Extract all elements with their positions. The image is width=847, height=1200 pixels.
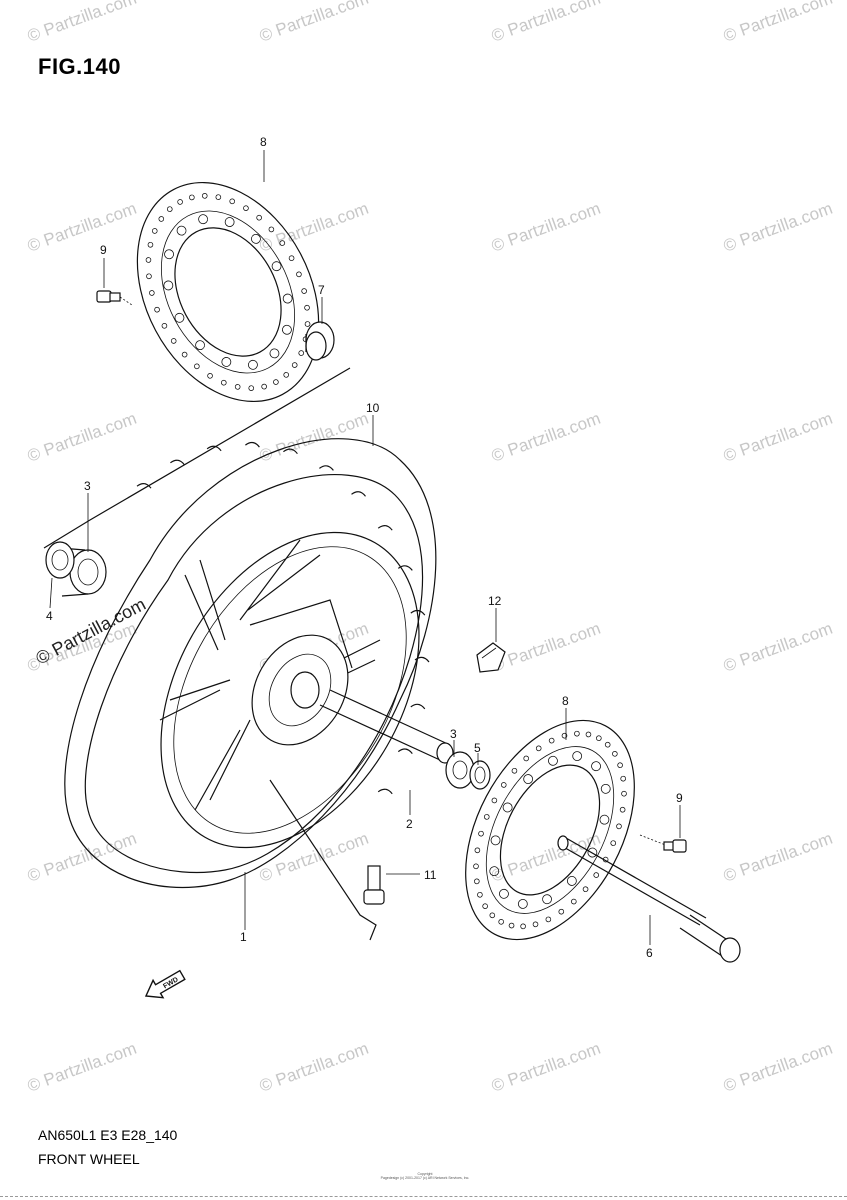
watermark-text: © Partzilla.com [721, 0, 835, 46]
callout-labels: 1 2 3 4 3 5 6 7 8 8 9 9 10 11 12 [46, 135, 683, 960]
callout-12: 12 [488, 594, 502, 608]
figure-title: FIG.140 [38, 54, 121, 79]
callout-10: 10 [366, 401, 380, 415]
watermark-text: © Partzilla.com [721, 619, 835, 676]
callout-4: 4 [46, 609, 53, 623]
watermark-text: © Partzilla.com [25, 829, 139, 886]
callout-3-left: 3 [84, 479, 91, 493]
callout-11: 11 [424, 868, 437, 882]
balancer-weight[interactable] [476, 642, 506, 673]
watermark-text: © Partzilla.com [489, 1039, 603, 1096]
brake-disc-right[interactable] [431, 692, 669, 968]
spacer-collar[interactable] [305, 321, 335, 361]
leader-lines [49, 150, 681, 945]
callout-1: 1 [240, 930, 247, 944]
wheel[interactable] [108, 487, 472, 893]
watermark-text: © Partzilla.com [25, 0, 139, 46]
callout-7: 7 [318, 283, 325, 297]
brake-disc-left[interactable] [101, 151, 355, 433]
callout-6: 6 [646, 946, 653, 960]
bearing-right[interactable] [445, 751, 475, 789]
watermark-text: © Partzilla.com [25, 1039, 139, 1096]
fwd-label: FWD [162, 976, 179, 990]
watermark-text: © Partzilla.com [721, 1039, 835, 1096]
watermark-text: © Partzilla.com [489, 0, 603, 46]
model-code: AN650L1 E3 E28_140 [38, 1127, 178, 1143]
watermark-text: © Partzilla.com [489, 199, 603, 256]
oil-seal-left[interactable] [45, 541, 75, 579]
copyright-line-2: Pagedesign (c) 2001-2017 (c) ARI Network… [380, 1176, 470, 1180]
arrow-fwd-icon: FWD [144, 969, 186, 999]
copyright-note: Copyright Pagedesign (c) 2001-2017 (c) A… [365, 1172, 485, 1180]
callout-5: 5 [474, 741, 481, 755]
watermark-text: © Partzilla.com [257, 409, 371, 466]
callout-9-left: 9 [100, 243, 107, 257]
watermark-text: © Partzilla.com [721, 199, 835, 256]
callout-8-upper: 8 [260, 135, 267, 149]
watermark-text: © Partzilla.com [257, 0, 371, 46]
callout-9-right: 9 [676, 791, 683, 805]
callout-3-right: 3 [450, 727, 457, 741]
disc-bolt-left[interactable] [96, 290, 133, 306]
watermark-text: © Partzilla.com [25, 409, 139, 466]
callout-2: 2 [406, 817, 413, 831]
oil-seal-right[interactable] [469, 760, 491, 790]
watermark-text: © Partzilla.com [25, 199, 139, 256]
watermark-text: © Partzilla.com [257, 199, 371, 256]
callout-8-right: 8 [562, 694, 569, 708]
valve[interactable] [269, 779, 385, 941]
watermark-text: © Partzilla.com [721, 409, 835, 466]
page-bottom-border [0, 1196, 847, 1197]
axle[interactable] [557, 835, 741, 963]
section-name: FRONT WHEEL [38, 1151, 140, 1167]
tire[interactable] [64, 438, 437, 889]
watermark-layer: © Partzilla.com © Partzilla.com © Partzill… [25, 0, 835, 1096]
watermark-text: © Partzilla.com [257, 1039, 371, 1096]
watermark-text: © Partzilla.com [721, 829, 835, 886]
watermark-text: © Partzilla.com [489, 619, 603, 676]
watermark-text: © Partzilla.com [489, 409, 603, 466]
watermark-text: © Partzilla.com [489, 829, 603, 886]
disc-bolt-right[interactable] [639, 834, 687, 853]
copyright-line-1: Copyright [417, 1172, 433, 1176]
